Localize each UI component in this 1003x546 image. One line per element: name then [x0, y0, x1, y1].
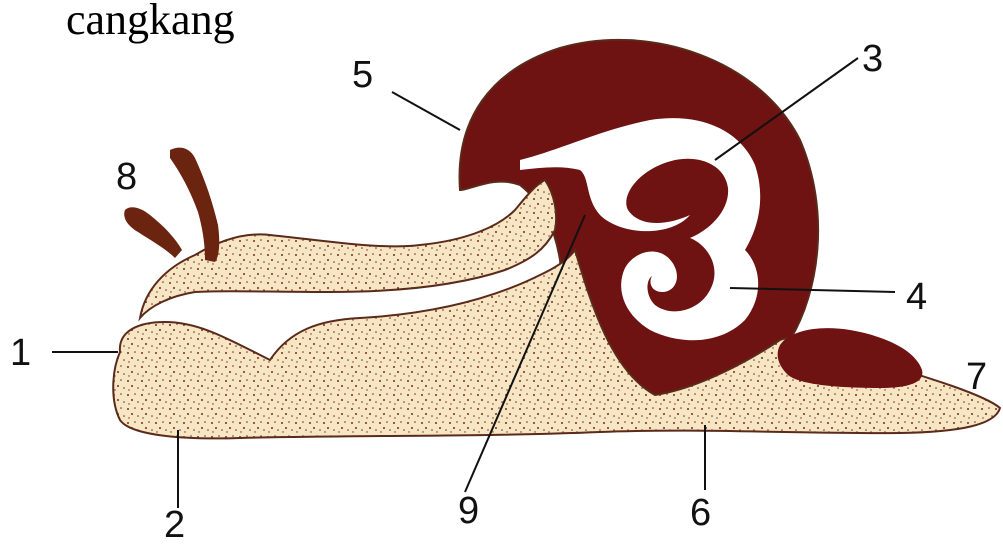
lower-tentacle	[124, 207, 182, 258]
label-9: 9	[458, 492, 479, 530]
label-5: 5	[352, 56, 373, 94]
mantle-blob	[778, 328, 923, 388]
label-3: 3	[862, 40, 883, 78]
label-6: 6	[690, 494, 711, 532]
label-8: 8	[116, 158, 137, 196]
label-2: 2	[164, 506, 185, 544]
leader-line-5	[392, 92, 460, 130]
label-7: 7	[966, 358, 987, 396]
label-1: 1	[10, 334, 31, 372]
label-4: 4	[906, 278, 927, 316]
